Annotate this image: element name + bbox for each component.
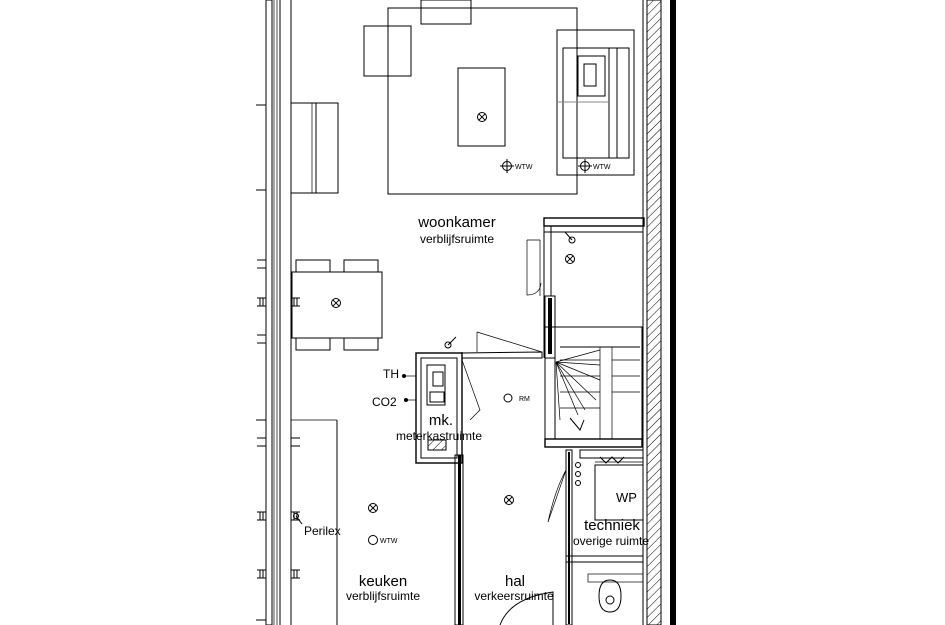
thermostat-icon — [402, 374, 416, 378]
kitchen-power-icon — [293, 513, 303, 525]
ceiling-light-icon — [477, 112, 487, 122]
kitchen-power-label: Perilex — [304, 524, 341, 538]
room-type-meterkast: meterkastruimte — [396, 429, 482, 443]
room-name-woonkamer: woonkamer — [417, 214, 496, 231]
smoke-detector-icon — [503, 393, 513, 403]
ceiling-light-icon — [331, 298, 341, 308]
ceiling-light-icon — [504, 495, 514, 505]
ceiling-lights — [331, 112, 575, 513]
room-name-techniek: techniek — [584, 517, 640, 534]
light-switch-icon — [444, 231, 625, 486]
room-name-meterkast: mk. — [429, 412, 453, 429]
svg-text:WTW: WTW — [593, 164, 611, 171]
outer-walls — [256, 0, 676, 625]
wtw-valve-icon: WTW — [368, 535, 398, 545]
living-room-furniture — [290, 0, 635, 351]
wtw-valve-icon: WTW — [578, 159, 611, 173]
room-type-woonkamer: verblijfsruimte — [420, 232, 494, 246]
heat-pump-label: WP — [616, 490, 637, 505]
room-type-keuken: verblijfsruimte — [346, 589, 420, 603]
ceiling-light-icon — [565, 254, 575, 264]
symbol-labels: TH CO2 RM WP Perilex — [293, 367, 637, 538]
room-type-hal: verkeersruimte — [474, 589, 554, 603]
interior-walls — [291, 217, 645, 625]
room-name-keuken: keuken — [359, 573, 407, 590]
thermostat-label: TH — [383, 367, 399, 381]
svg-text:WTW: WTW — [380, 538, 398, 545]
facade-symbols — [257, 259, 300, 579]
room-name-hal: hal — [505, 573, 525, 590]
svg-text:WTW: WTW — [515, 164, 533, 171]
co2-sensor-icon — [404, 398, 416, 402]
room-type-techniek: overige ruimte — [573, 534, 649, 548]
wtw-valves: WTW WTW WTW — [368, 159, 611, 545]
co2-sensor-label: CO2 — [372, 395, 397, 409]
ceiling-light-icon — [368, 503, 378, 513]
smoke-detector-label: RM — [519, 396, 530, 403]
wtw-valve-icon: WTW — [500, 159, 533, 173]
room-labels: woonkamer verblijfsruimte mk. meterkastr… — [346, 214, 649, 603]
